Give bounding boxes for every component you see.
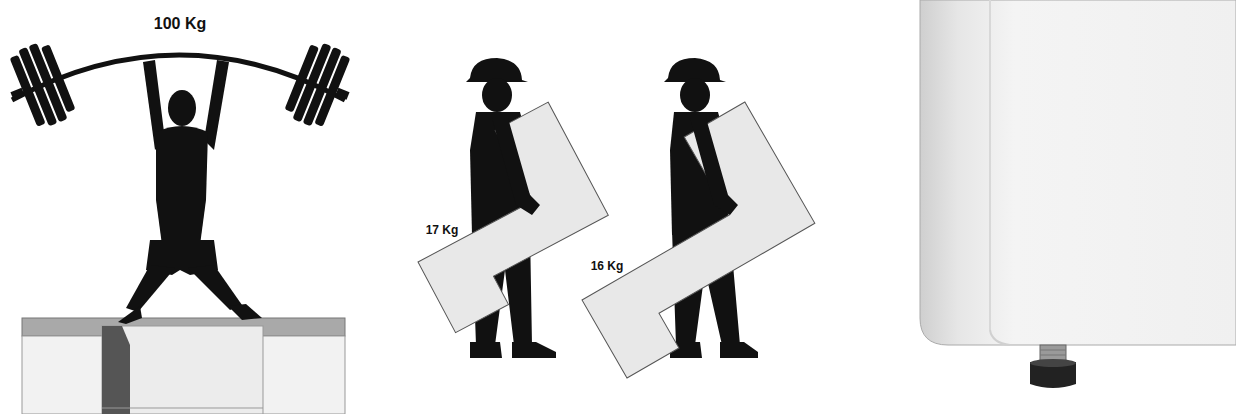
barbell (0, 39, 363, 135)
adjustable-foot (1030, 345, 1076, 388)
appliance (920, 0, 1236, 345)
worker-arm (492, 118, 540, 215)
worker-arm (690, 118, 738, 215)
weight-label: 100 Kg (154, 16, 206, 32)
weight-label: 16 Kg (591, 260, 624, 272)
l-shaped-panel (537, 102, 835, 378)
weight-label: 17 Kg (426, 224, 459, 236)
weightlifter (118, 60, 262, 324)
packing-box (22, 318, 345, 414)
